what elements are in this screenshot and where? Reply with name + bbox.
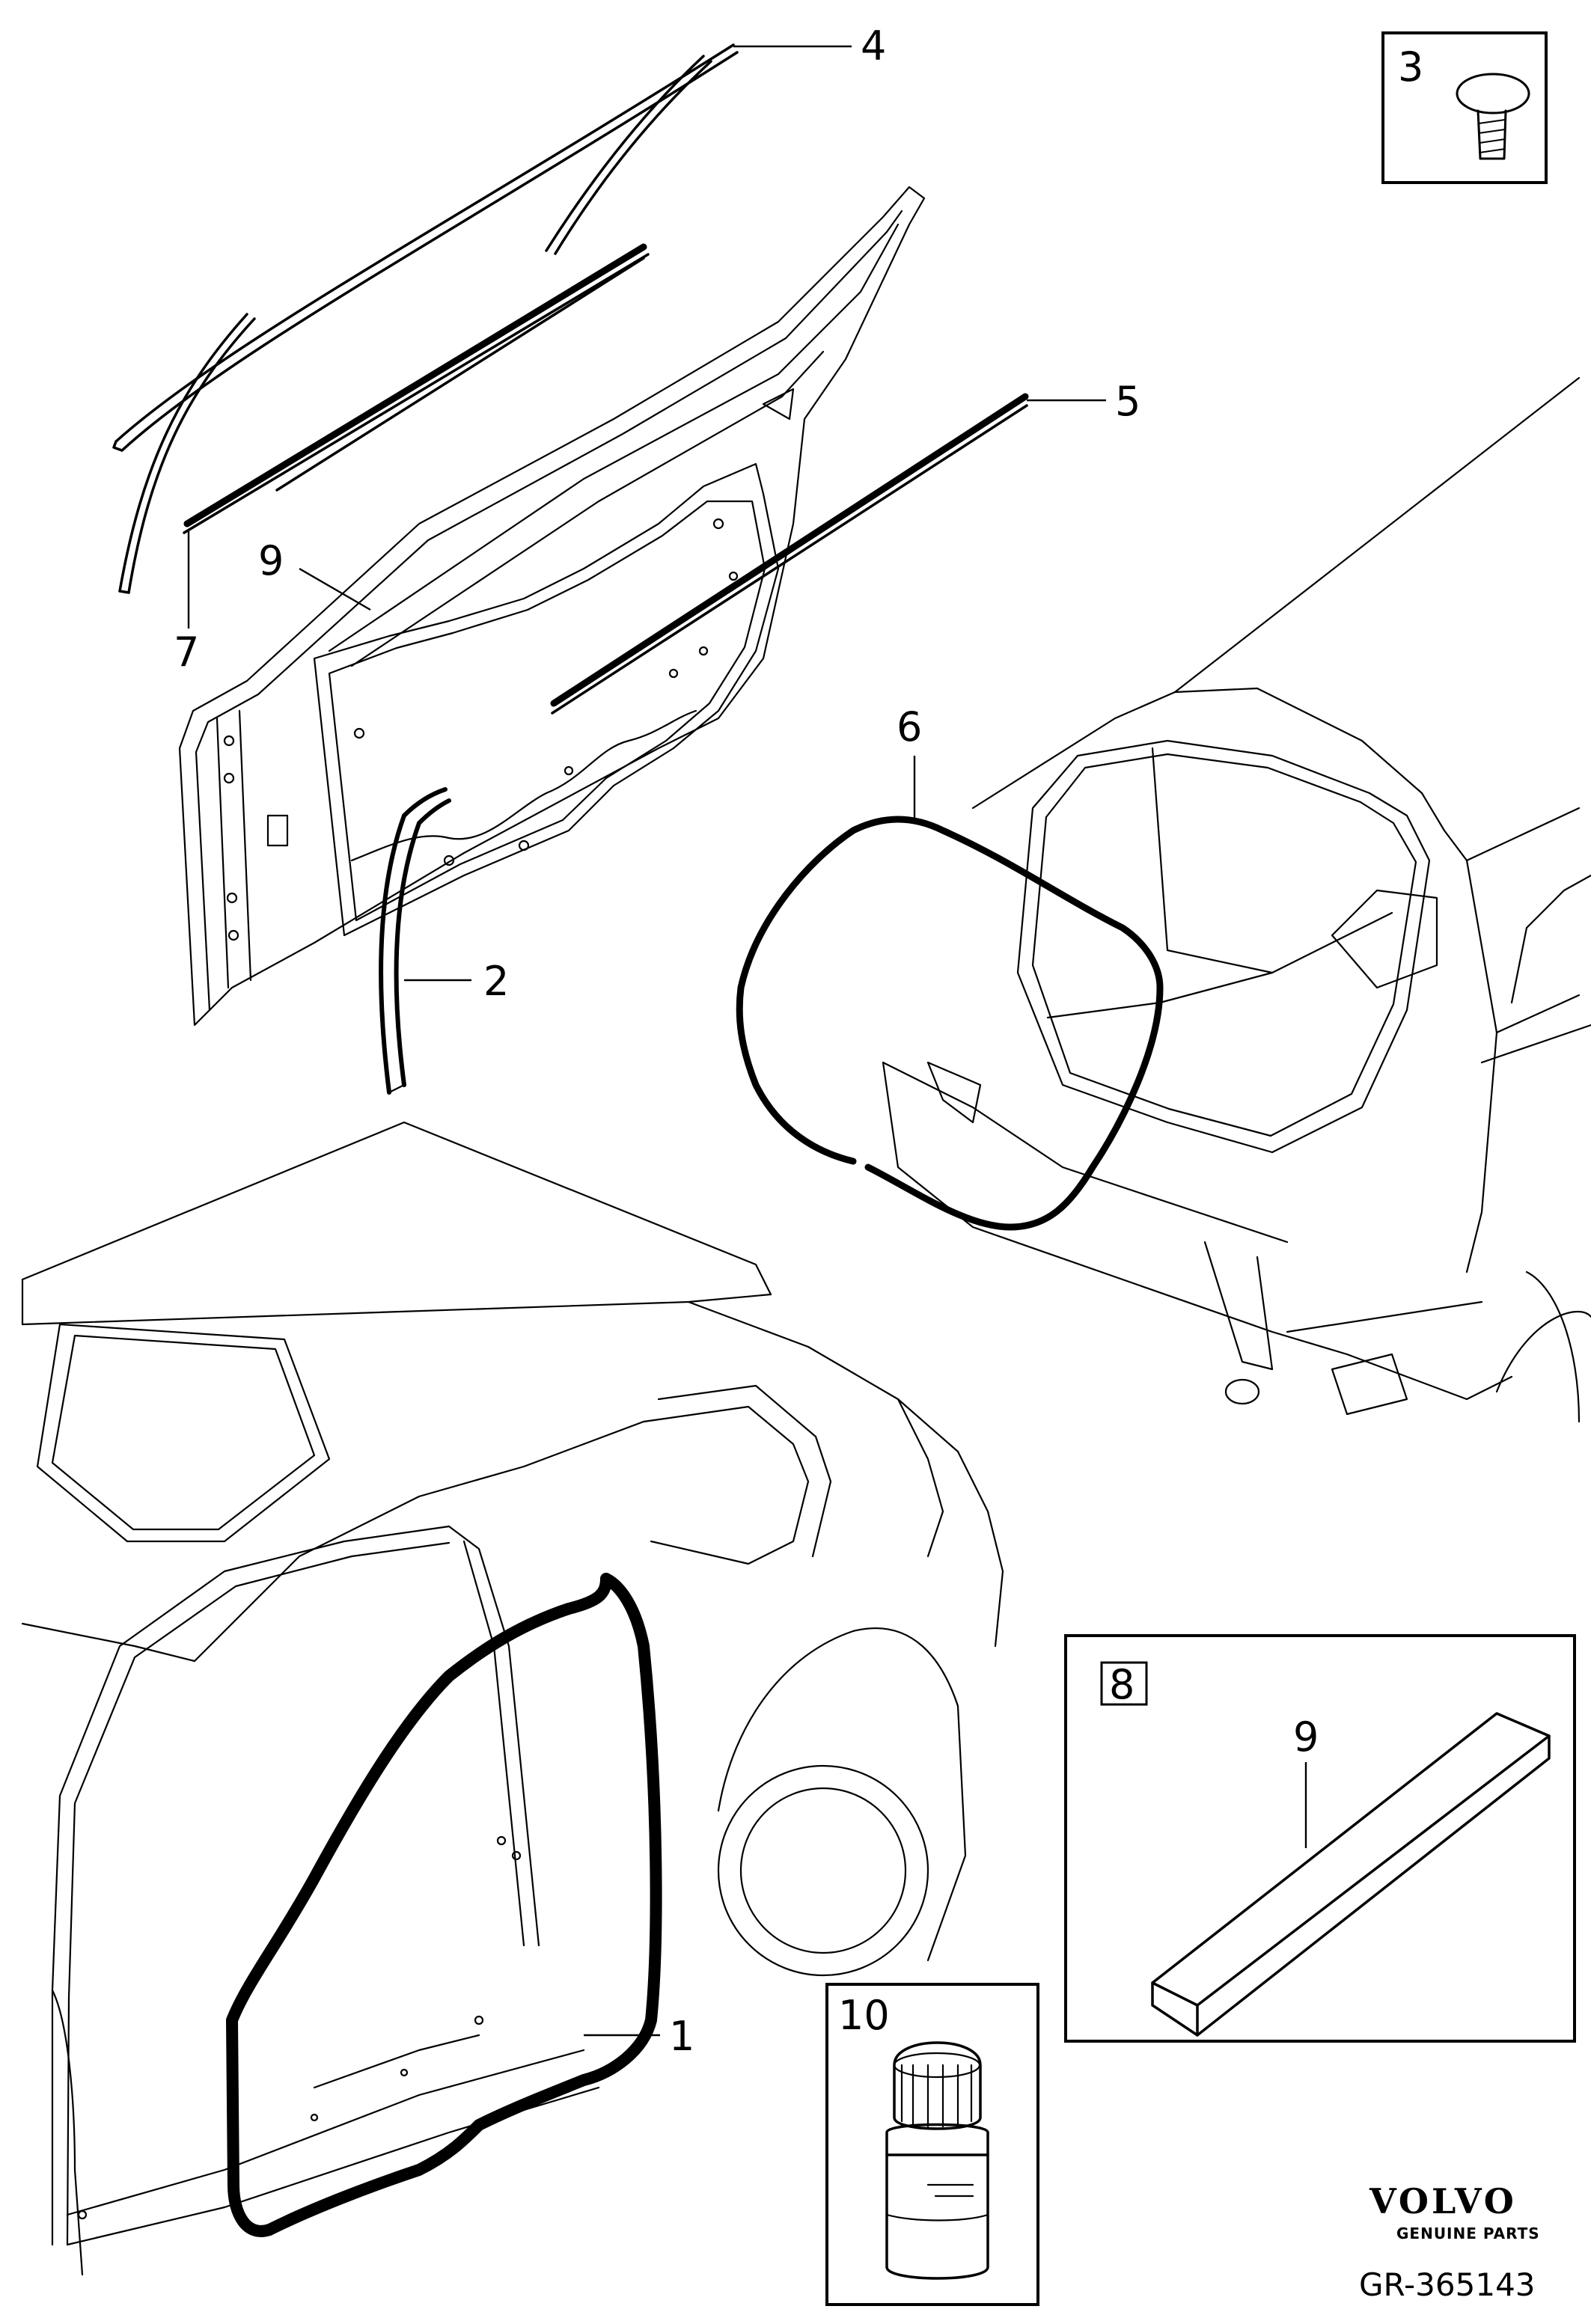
callout-8: 8 [1109, 1661, 1135, 1708]
callout-3: 3 [1398, 43, 1423, 91]
callout-10: 10 [838, 1992, 890, 2039]
genuine-parts-text: GENUINE PARTS [1396, 2224, 1540, 2242]
tailgate-weatherstrip [736, 816, 1164, 1231]
adhesive-bottle-box [825, 1983, 1039, 2306]
callout-5: 5 [1115, 378, 1140, 425]
callout-9-kit: 9 [1293, 1713, 1319, 1761]
inner-beltline-strip [183, 243, 650, 534]
callout-7: 7 [174, 629, 199, 676]
window-frame-seal [112, 43, 739, 594]
outer-beltline-strip [550, 393, 1029, 715]
door-lower-rear-seal [379, 787, 451, 1095]
drawing-number: GR-365143 [1359, 2266, 1536, 2303]
door-opening-weatherstrip [226, 1573, 662, 2237]
callout-4: 4 [861, 22, 886, 70]
repair-kit-box [1064, 1634, 1576, 2043]
clip-box [1381, 31, 1548, 184]
side-car-drawing [21, 1121, 1004, 2276]
volvo-logo-text: VOLVO [1369, 2181, 1517, 2221]
callout-2: 2 [483, 958, 509, 1005]
callout-9-door: 9 [258, 537, 284, 584]
rear-car-drawing [882, 376, 1591, 1423]
callout-1: 1 [669, 2013, 694, 2060]
leader-lines [187, 45, 1307, 2037]
callout-6: 6 [897, 703, 922, 750]
